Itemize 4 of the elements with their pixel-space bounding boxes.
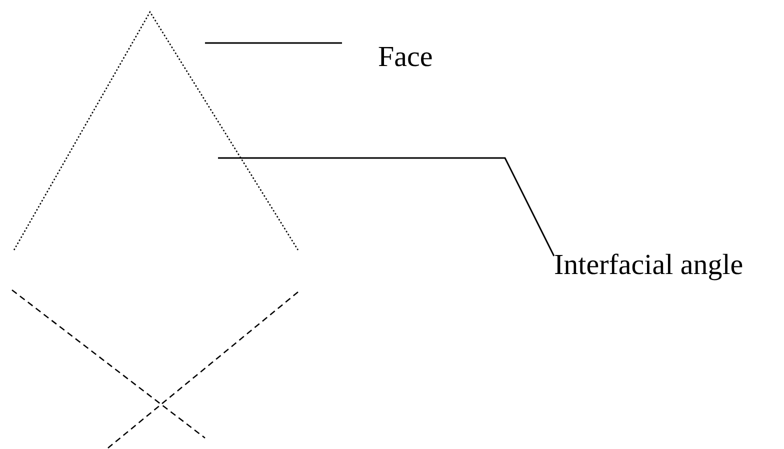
part-label: Face	[342, 40, 433, 74]
leader-line	[218, 157, 555, 256]
part-label: Interfacial angle	[554, 248, 744, 282]
leader-line	[205, 42, 342, 44]
